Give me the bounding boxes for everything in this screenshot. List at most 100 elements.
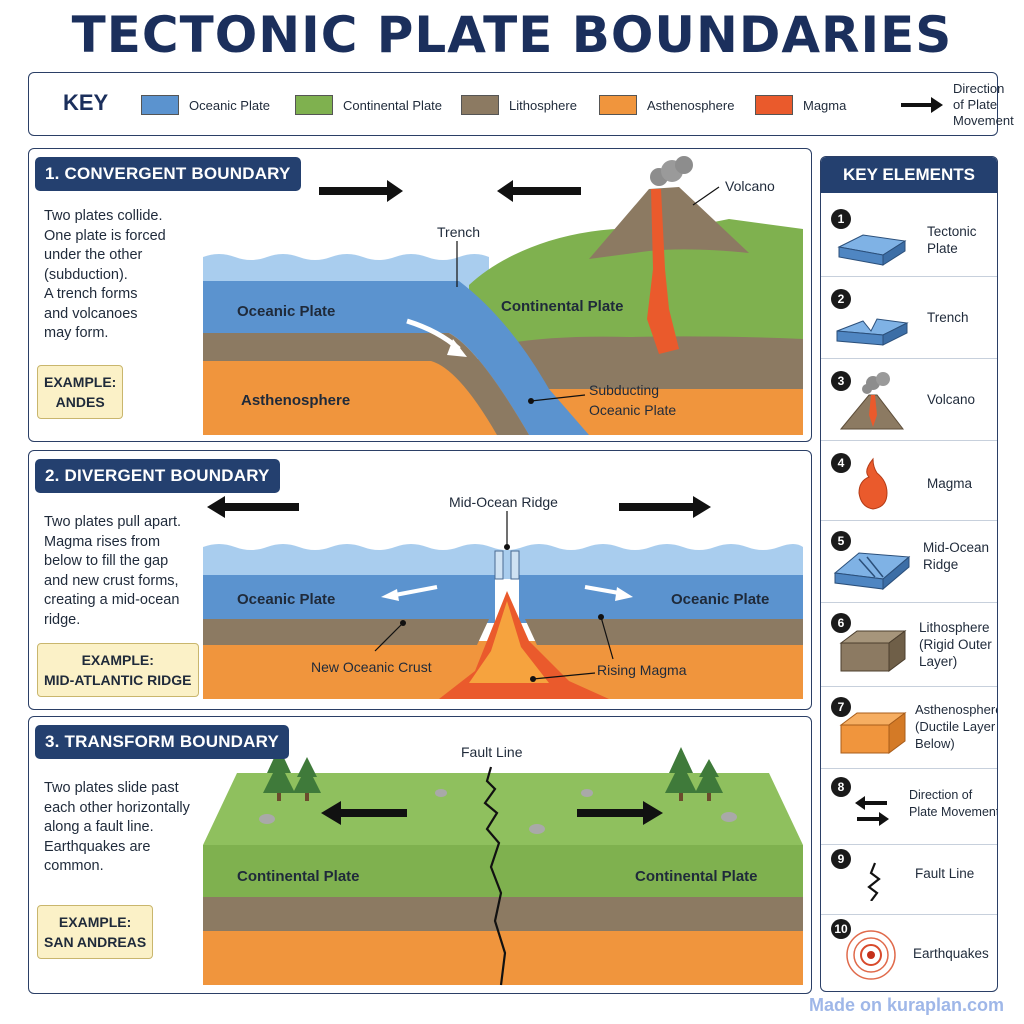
key-item-lithosphere: Lithosphere: [461, 95, 577, 115]
lithosphere-left: [203, 619, 489, 645]
oceanic-plate-right-label: Oceanic Plate: [671, 591, 769, 608]
motion-arrow-icon: [584, 585, 620, 595]
key-item-magma: Magma: [755, 95, 846, 115]
arrow-right-icon: [577, 801, 663, 825]
convergent-example: EXAMPLE: ANDES: [37, 365, 124, 419]
page-title: TECTONIC PLATE BOUNDARIES: [71, 6, 953, 64]
key-element-fault-line: 9 Fault Line: [821, 845, 997, 915]
fault-line-icon: [867, 862, 881, 901]
key-element-direction: 8 Direction of Plate Movement: [821, 769, 997, 845]
asthenosphere-icon: [839, 712, 907, 754]
key-item-oceanic: Oceanic Plate: [141, 95, 270, 115]
motion-arrow-icon: [394, 585, 438, 597]
fault-line: [483, 766, 507, 986]
new-crust-label: New Oceanic Crust: [311, 659, 432, 675]
transform-diagram: Fault Line Continental Plate Continental…: [203, 744, 803, 986]
rock: [259, 814, 275, 824]
arrow-right-icon: [901, 97, 943, 113]
magma-icon: [858, 457, 888, 510]
rock: [721, 812, 737, 822]
key-element-trench: 2 Trench: [821, 277, 997, 359]
key-element-asthenosphere: 7 Asthenosphere (Ductile Layer Below): [821, 687, 997, 769]
swatch-continental: [295, 95, 333, 115]
convergent-diagram: Trench Volcano Oceanic Plate Continental…: [203, 156, 803, 435]
key-element-mid-ocean-ridge: 5 Mid-Ocean Ridge: [821, 521, 997, 603]
earthquake-icon: [846, 930, 896, 980]
trench-icon: [836, 318, 909, 346]
arrow-left-icon: [321, 801, 407, 825]
rock: [435, 789, 447, 797]
continental-plate-left-label: Continental Plate: [237, 868, 360, 885]
continental-plate-right-label: Continental Plate: [635, 868, 758, 885]
trench-label: Trench: [437, 224, 480, 240]
direction-arrows-icon: [855, 796, 889, 826]
lithosphere-right: [525, 619, 803, 645]
asthenosphere-label: Asthenosphere: [241, 392, 350, 409]
divergent-description: Two plates pull apart. Magma rises from …: [44, 514, 182, 628]
watermark: Made on kuraplan.com: [808, 995, 1004, 1015]
convergent-description: Two plates collide. One plate is forced …: [44, 208, 166, 341]
lithosphere-layer: [203, 897, 803, 931]
transform-example: EXAMPLE: SAN ANDREAS: [37, 905, 154, 959]
key-element-earthquakes: 10 Earthquakes: [821, 915, 997, 991]
key-item-continental: Continental Plate: [295, 95, 442, 115]
subducting-label-line2: Oceanic Plate: [589, 402, 676, 418]
ridge-label: Mid-Ocean Ridge: [449, 494, 558, 510]
convergent-title: 1. CONVERGENT BOUNDARY: [35, 157, 301, 191]
transform-title: 3. TRANSFORM BOUNDARY: [35, 725, 290, 759]
tree-icon: [695, 759, 723, 793]
convergent-panel: Trench Volcano Oceanic Plate Continental…: [28, 148, 812, 442]
key-element-lithosphere: 6 Lithosphere (Rigid Outer Layer): [821, 603, 997, 687]
divergent-title: 2. DIVERGENT BOUNDARY: [35, 459, 280, 493]
continental-layer: [203, 845, 803, 897]
tree-icon: [665, 747, 697, 793]
oceanic-plate: [203, 281, 589, 435]
continental-plate-label: Continental Plate: [501, 298, 624, 315]
magma-conduit: [647, 189, 679, 354]
oceanic-plate-left-label: Oceanic Plate: [237, 591, 335, 608]
volcano-label: Volcano: [725, 178, 775, 194]
ash-cloud: [675, 156, 693, 174]
tree-icon: [263, 747, 295, 793]
key-item-asthenosphere: Asthenosphere: [599, 95, 734, 115]
fault-line-label: Fault Line: [461, 744, 523, 760]
tree-icon: [293, 757, 321, 793]
rock: [581, 789, 593, 797]
ocean-water: [203, 254, 489, 289]
swatch-magma: [755, 95, 793, 115]
oceanic-plate-label: Oceanic Plate: [237, 303, 335, 320]
key-element-magma: 4 Magma: [821, 441, 997, 521]
swatch-lithosphere: [461, 95, 499, 115]
rising-magma-label: Rising Magma: [597, 662, 687, 678]
ground-surface: [203, 773, 803, 845]
swatch-asthenosphere: [599, 95, 637, 115]
ridge-icon: [833, 552, 911, 591]
transform-panel: Fault Line Continental Plate Continental…: [28, 716, 812, 994]
key-elements-panel: KEY ELEMENTS 1 Tectonic Plate 2 Trench 3…: [820, 156, 998, 992]
volcano-icon: [839, 372, 905, 430]
swatch-oceanic: [141, 95, 179, 115]
subducting-label-line1: Subducting: [589, 382, 659, 398]
divergent-example: EXAMPLE: MID-ATLANTIC RIDGE: [37, 643, 199, 697]
key-legend: KEY Oceanic Plate Continental Plate Lith…: [28, 72, 1014, 136]
rock: [529, 824, 545, 834]
key-element-volcano: 3 Volcano: [821, 359, 997, 441]
key-label: KEY: [63, 90, 109, 115]
transform-description: Two plates slide past each other horizon…: [44, 780, 190, 874]
continental-lithosphere: [499, 336, 803, 389]
volcano-cone: [589, 187, 749, 259]
plate-icon: [837, 234, 907, 266]
arrow-left-icon: [497, 180, 581, 202]
oceanic-lithosphere: [203, 333, 529, 435]
arrow-left-icon: [207, 496, 299, 518]
ridge-walls: [494, 550, 520, 580]
oceanic-plate-left: [203, 575, 495, 623]
key-item-direction: Direction of Plate Movement: [899, 81, 1014, 129]
divergent-panel: Mid-Ocean Ridge Oceanic Plate Oceanic Pl…: [28, 450, 812, 710]
lithosphere-icon: [839, 630, 907, 672]
arrow-right-icon: [619, 496, 711, 518]
key-element-tectonic-plate: 1 Tectonic Plate: [821, 197, 997, 277]
divergent-diagram: Mid-Ocean Ridge Oceanic Plate Oceanic Pl…: [203, 494, 803, 699]
arrow-right-icon: [319, 180, 403, 202]
key-elements-title: KEY ELEMENTS: [821, 157, 997, 193]
